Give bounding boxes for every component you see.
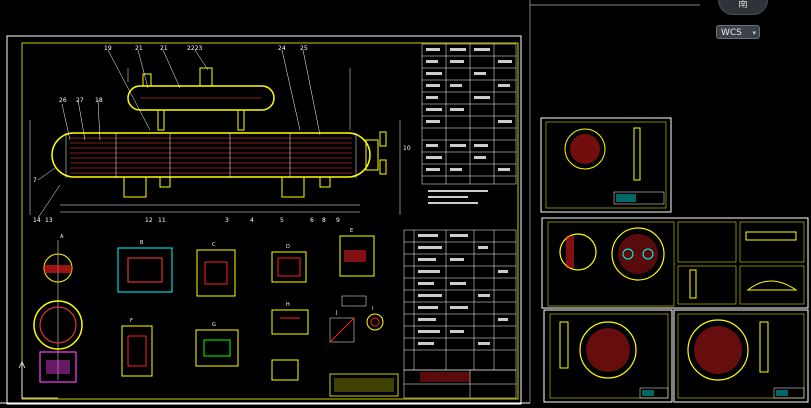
sheet-3	[541, 217, 809, 309]
detail-label: J	[335, 310, 337, 316]
part-label: 4	[250, 217, 254, 224]
wcs-label: WCS	[721, 28, 742, 38]
part-label: 21	[135, 45, 143, 52]
part-label: 25	[300, 45, 308, 52]
part-label: 27	[76, 97, 84, 104]
part-label: 21	[160, 45, 168, 52]
wcs-dropdown[interactable]: WCS ▾	[716, 25, 760, 39]
part-label: 7	[33, 177, 37, 184]
part-label: 24	[278, 45, 286, 52]
chevron-down-icon: ▾	[752, 29, 756, 37]
main-drawing-sheet	[0, 0, 700, 405]
part-label: 19	[104, 45, 112, 52]
technical-data-table	[421, 43, 517, 185]
part-label: 9	[336, 217, 340, 224]
detail-label: I	[372, 306, 373, 312]
sheet-5	[673, 309, 809, 403]
part-label: 13	[45, 217, 53, 224]
part-label: 11	[158, 217, 166, 224]
detail-label: H	[286, 302, 290, 308]
part-label: 18	[95, 97, 103, 104]
part-label: 2223	[187, 45, 202, 52]
detail-views	[33, 235, 384, 383]
part-label: 5	[280, 217, 284, 224]
part-label: 14	[33, 217, 41, 224]
ucs-icon	[18, 361, 58, 399]
detail-label: G	[212, 322, 216, 328]
part-label: 6	[310, 217, 314, 224]
detail-label: E	[350, 228, 353, 234]
parts-list-table	[403, 229, 517, 371]
viewcube-direction-label: 南	[738, 0, 748, 10]
sheet-4	[543, 309, 673, 403]
part-label: 3	[225, 217, 229, 224]
exchanger-elevation	[29, 49, 401, 219]
part-label: 10	[403, 145, 411, 152]
detail-label: A	[60, 234, 64, 240]
sheet-2	[540, 117, 672, 213]
title-block	[329, 369, 517, 399]
viewcube-compass[interactable]: 南	[718, 0, 768, 15]
detail-label: D	[286, 244, 290, 250]
detail-label: C	[212, 242, 216, 248]
part-label: 12	[145, 217, 153, 224]
detail-label: B	[140, 240, 144, 246]
part-label: 26	[59, 97, 67, 104]
part-label: 8	[322, 217, 326, 224]
detail-label: F	[130, 318, 133, 324]
